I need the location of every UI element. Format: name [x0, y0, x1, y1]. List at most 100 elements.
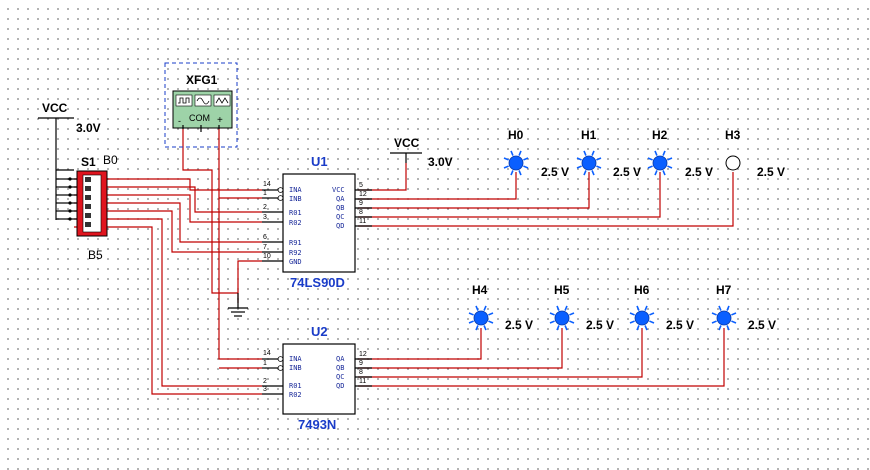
probe-voltage: 2.5 V	[505, 318, 533, 332]
pin-num: 2	[263, 378, 267, 385]
sine-wave-icon	[196, 97, 210, 105]
dip-top-label: B0	[103, 153, 118, 167]
pin-name: R01	[289, 382, 302, 390]
probe-voltage: 2.5 V	[541, 165, 569, 179]
probe-h7[interactable]: H7 2.5 V	[711, 283, 776, 332]
fg-ref: XFG1	[186, 73, 218, 87]
chip-body	[282, 173, 356, 273]
pin-name: R02	[289, 219, 302, 227]
pin-num: 11	[359, 378, 366, 385]
selection-box	[164, 62, 238, 148]
pin-num: 14	[263, 181, 271, 188]
pin-num: 5	[359, 182, 363, 189]
u1-left-pins: 14 1 2 3 6 7 10 INA INB R01 R02 R91 R92 …	[262, 181, 302, 266]
probe-voltage: 2.5 V	[613, 165, 641, 179]
probe-ref: H3	[725, 128, 741, 142]
probe-lamp-icon	[554, 310, 570, 326]
fg-terminal-minus: -	[178, 116, 181, 126]
pin-num: 8	[359, 369, 363, 376]
dip-switch-s1[interactable]: S1 B0 B5	[55, 153, 118, 262]
vcc-label: VCC	[394, 136, 420, 150]
ground-symbol[interactable]	[228, 293, 248, 317]
vcc-label: VCC	[42, 101, 68, 115]
pin-num: 8	[359, 209, 363, 216]
probe-voltage: 2.5 V	[666, 318, 694, 332]
pin-num: 12	[359, 351, 367, 358]
pin-num: 7	[263, 244, 267, 251]
probe-ref: H5	[554, 283, 570, 297]
triangle-wave-icon	[215, 97, 229, 104]
probe-voltage: 2.5 V	[757, 165, 785, 179]
vcc-supply-left[interactable]: VCC 3.0V	[38, 101, 101, 171]
pin-name: GND	[289, 258, 302, 266]
probe-ref: H4	[472, 283, 488, 297]
pin-name: R02	[289, 391, 302, 399]
pin-num: 9	[359, 360, 363, 367]
probe-lamp-icon	[716, 310, 732, 326]
probe-glow-icon	[647, 150, 673, 176]
pin-name: QA	[336, 195, 345, 203]
probe-h2[interactable]: H2 2.5 V	[647, 128, 713, 179]
pin-name: QB	[336, 204, 344, 212]
dip-bottom-label: B5	[88, 248, 103, 262]
chip-part: 74LS90D	[290, 275, 345, 290]
wires	[74, 129, 734, 395]
probe-glow-icon	[468, 305, 494, 331]
pin-num: 3	[263, 386, 267, 393]
chip-body	[282, 343, 356, 415]
vcc-supply-u1[interactable]: VCC 3.0V	[390, 136, 453, 169]
probe-h4[interactable]: H4 2.5 V	[468, 283, 533, 332]
probe-ref: H0	[508, 128, 524, 142]
dip-ref: S1	[81, 155, 96, 169]
probe-lamp-icon	[473, 310, 489, 326]
pin-name: QC	[336, 373, 344, 381]
probe-glow-icon	[629, 305, 655, 331]
probe-voltage: 2.5 V	[685, 165, 713, 179]
pin-num: 1	[263, 360, 267, 367]
pin-name: INB	[289, 364, 302, 372]
pin-num: 12	[359, 191, 367, 198]
probe-h0[interactable]: H0 2.5 V	[503, 128, 569, 179]
pin-num: 11	[359, 218, 366, 225]
pin-name: QC	[336, 213, 344, 221]
u2-right-pins: QA QB QC QD 12 9 8 11	[336, 351, 372, 390]
pin-name: QD	[336, 382, 344, 390]
chip-ref: U1	[311, 154, 328, 169]
vcc-voltage: 3.0V	[428, 155, 453, 169]
probe-h1[interactable]: H12.5 V	[576, 128, 641, 179]
u2-left-pins: 14 1 2 3 INA INB R01 R02	[262, 350, 302, 399]
fg-terminal-plus: +	[217, 115, 223, 126]
probe-lamp-icon	[634, 310, 650, 326]
pin-num: 10	[263, 253, 271, 260]
probe-h5[interactable]: H5 2.5 V	[549, 283, 614, 332]
vcc-voltage: 3.0V	[76, 121, 101, 135]
probe-voltage: 2.5 V	[748, 318, 776, 332]
u1-right-pins: VCC QA QB QC QD 5 12 9 8 11	[332, 182, 372, 230]
probe-glow-icon	[549, 305, 575, 331]
dip-pins	[55, 170, 77, 221]
pin-name: VCC	[332, 186, 345, 194]
pin-num: 2	[263, 204, 267, 211]
fg-terminal-com: COM	[189, 113, 210, 123]
pin-num: 6	[263, 234, 267, 241]
pin-name: QD	[336, 222, 344, 230]
probe-ref: H2	[652, 128, 668, 142]
chip-part: 7493N	[298, 417, 336, 432]
chip-u1[interactable]: U1 74LS90D 14 1 2 3 6 7 10 INA INB R01 R…	[262, 154, 372, 290]
chip-ref: U2	[311, 324, 328, 339]
probe-h3[interactable]: H3 2.5 V	[725, 128, 785, 179]
probe-h6[interactable]: H62.5 V	[629, 283, 694, 332]
pin-name: INA	[289, 355, 302, 363]
probe-lamp-icon	[725, 155, 741, 171]
chip-u2[interactable]: U2 7493N 14 1 2 3 INA INB R01 R02 QA QB …	[262, 324, 372, 432]
pin-name: QA	[336, 355, 345, 363]
function-generator-xfg1[interactable]: XFG1 - COM +	[164, 62, 238, 148]
probe-ref: H7	[716, 283, 732, 297]
pin-name: INA	[289, 186, 302, 194]
probe-voltage: 2.5 V	[586, 318, 614, 332]
probe-glow-icon	[576, 150, 602, 176]
dip-toggles[interactable]	[85, 177, 91, 227]
pin-name: R91	[289, 239, 302, 247]
